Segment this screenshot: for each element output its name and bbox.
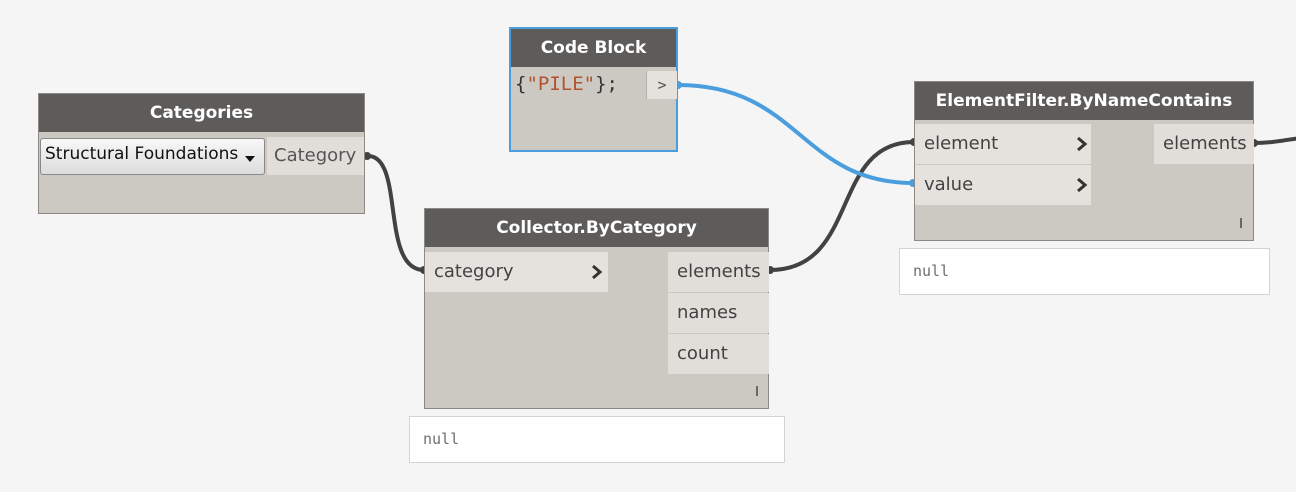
node-title: Collector.ByCategory (425, 209, 768, 247)
collector-node[interactable]: Collector.ByCategory category elements n… (424, 208, 769, 409)
code-terminator: }; (595, 73, 618, 95)
output-symbol: > (657, 76, 667, 94)
input-port-element[interactable]: element (915, 124, 1091, 164)
port-label: value (924, 174, 974, 195)
wire-codeblock-to-value[interactable] (677, 83, 915, 185)
port-label: elements (1163, 133, 1247, 154)
collector-preview: null (409, 416, 785, 463)
wire-category-to-collector[interactable] (367, 154, 425, 272)
lacing-indicator[interactable] (1240, 218, 1242, 228)
preview-value: null (913, 262, 950, 280)
wire-elements-to-filter[interactable] (769, 140, 915, 272)
element-filter-node[interactable]: ElementFilter.ByNameContains element val… (914, 81, 1254, 241)
code-editor[interactable]: {"PILE"}; (515, 73, 618, 95)
output-port-category[interactable]: Category (267, 137, 364, 175)
port-label: names (677, 302, 738, 323)
port-label: count (677, 343, 728, 364)
dropdown-value: Structural Foundations (45, 144, 239, 164)
output-port-count[interactable]: count (668, 334, 769, 374)
code-block-node[interactable]: Code Block {"PILE"}; > (509, 27, 678, 152)
categories-node[interactable]: Categories Structural Foundations Catego… (38, 93, 365, 214)
code-output-port[interactable]: > (646, 71, 677, 99)
chevron-down-icon (245, 156, 255, 162)
node-title: Categories (39, 94, 364, 132)
port-label: category (434, 261, 514, 282)
node-title: ElementFilter.ByNameContains (915, 82, 1253, 120)
node-title: Code Block (511, 29, 676, 67)
output-port-elements[interactable]: elements (668, 252, 769, 292)
input-port-value[interactable]: value (915, 165, 1091, 205)
input-port-category[interactable]: category (425, 252, 608, 292)
lacing-indicator[interactable] (756, 386, 758, 396)
port-label: elements (677, 261, 761, 282)
output-port-names[interactable]: names (668, 293, 769, 333)
port-label: Category (274, 145, 357, 166)
chevron-right-icon (592, 264, 603, 280)
chevron-right-icon (1077, 177, 1088, 193)
output-port-elements[interactable]: elements (1154, 124, 1254, 164)
filter-preview: null (899, 248, 1270, 295)
code-string: "PILE" (526, 73, 596, 95)
port-dot-category-out (363, 152, 371, 160)
port-label: element (924, 133, 999, 154)
preview-value: null (423, 430, 460, 448)
chevron-right-icon (1077, 136, 1088, 152)
category-dropdown[interactable]: Structural Foundations (40, 138, 265, 175)
code-brace: { (515, 73, 527, 95)
wire-filter-output[interactable] (1253, 136, 1296, 145)
